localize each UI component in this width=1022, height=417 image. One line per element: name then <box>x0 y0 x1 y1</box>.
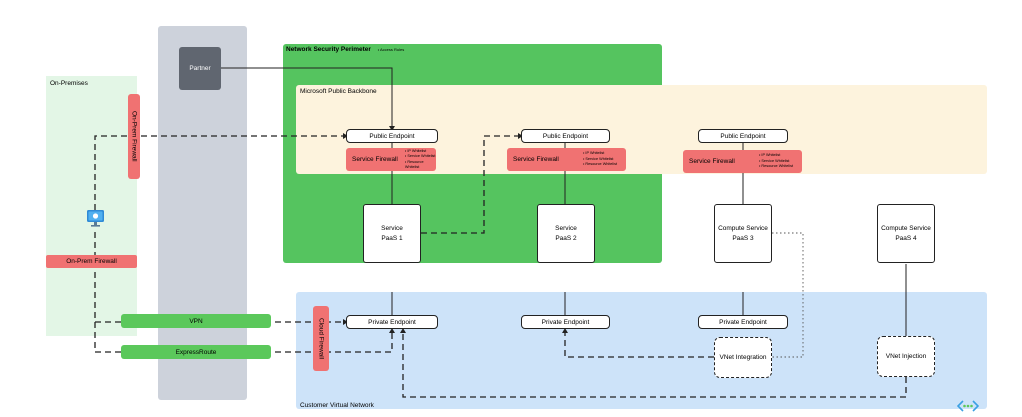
onprem-public-connector <box>94 135 346 210</box>
service-firewall-3-title: Service Firewall <box>689 158 735 165</box>
private-endpoint-3-label: Private Endpoint <box>719 318 767 326</box>
service-paas-3: Compute Service PaaS 3 <box>714 204 772 263</box>
partner-connector <box>221 67 393 129</box>
paas3-vnet-dotted <box>772 232 804 358</box>
customer-vnet-label: Customer Virtual Network <box>300 402 374 409</box>
private-endpoint-3: Private Endpoint <box>698 315 788 329</box>
vnet-injection-connector <box>402 330 907 398</box>
cloud-firewall-label: Cloud Firewall <box>317 317 325 360</box>
nsp-access-rules: • Access Rules <box>377 47 405 52</box>
service-firewall-2: Service Firewall IP Whitelist Service Wh… <box>507 148 626 171</box>
on-premises-label: On-Premises <box>50 80 88 87</box>
onprem-firewall-horizontal: On-Prem Firewall <box>46 255 137 268</box>
service-paas-2-line1: Service <box>555 224 577 232</box>
nsp-title-text: Network Security Perimeter <box>286 46 371 53</box>
service-firewall-2-title: Service Firewall <box>513 156 559 163</box>
service-firewall-2-rules: IP Whitelist Service Whitelist Resource … <box>583 151 617 168</box>
vpn-connector <box>94 232 346 323</box>
public-endpoint-2-label: Public Endpoint <box>542 132 589 140</box>
private-endpoint-1-label: Private Endpoint <box>368 318 416 326</box>
service-paas-4: Compute Service PaaS 4 <box>877 204 935 263</box>
service-paas-3-line1: Compute Service <box>718 224 768 232</box>
partner-box: Partner <box>179 47 221 90</box>
service-paas-3-line2: PaaS 3 <box>732 234 754 242</box>
service-paas-4-line2: PaaS 4 <box>895 234 917 242</box>
onprem-firewall-vertical: On-Prem Firewall <box>128 94 140 179</box>
resource-whitelist: Resource Whitelist <box>759 164 793 170</box>
service-firewall-1: Service Firewall IP Whitelist Service Wh… <box>346 148 436 171</box>
ip-whitelist: IP Whitelist <box>405 149 436 155</box>
public-endpoint-3-label: Public Endpoint <box>720 132 766 140</box>
service-paas-4-line1: Compute Service <box>881 224 931 232</box>
service-paas-1-line2: PaaS 1 <box>381 234 403 242</box>
service-firewall-3: Service Firewall IP Whitelist Service Wh… <box>683 150 802 173</box>
service-firewall-1-rules: IP Whitelist Service Whitelist Resource … <box>405 149 436 171</box>
service-whitelist: Service Whitelist <box>583 157 617 163</box>
vnet-peering-icon <box>956 399 980 412</box>
public-endpoint-1: Public Endpoint <box>346 129 438 143</box>
public-endpoint-2: Public Endpoint <box>521 129 610 143</box>
resource-whitelist: Resource Whitelist <box>405 160 436 171</box>
service-paas-1: Service PaaS 1 <box>363 204 421 263</box>
vnet-injection-label: VNet Injection <box>885 353 927 360</box>
vpn-connection: VPN <box>121 314 271 328</box>
service-whitelist: Service Whitelist <box>405 154 436 160</box>
vnet-integration-connector <box>564 330 714 358</box>
customer-virtual-network <box>296 292 987 409</box>
public-endpoint-1-label: Public Endpoint <box>369 132 415 140</box>
public-endpoint-3: Public Endpoint <box>698 129 788 143</box>
backbone-label: Microsoft Public Backbone <box>300 88 377 95</box>
private-endpoint-1: Private Endpoint <box>346 315 438 329</box>
service-paas-2: Service PaaS 2 <box>537 204 595 263</box>
resource-whitelist: Resource Whitelist <box>583 162 617 168</box>
ip-whitelist: IP Whitelist <box>759 153 793 159</box>
cloud-firewall: Cloud Firewall <box>313 306 329 371</box>
private-endpoint-2: Private Endpoint <box>521 315 610 329</box>
service-paas-1-line1: Service <box>381 224 403 232</box>
onprem-firewall-vertical-label: On-Prem Firewall <box>130 111 138 162</box>
onprem-firewall-horizontal-label: On-Prem Firewall <box>66 258 117 265</box>
computer-monitor-icon <box>86 209 105 229</box>
service-firewall-3-rules: IP Whitelist Service Whitelist Resource … <box>759 153 793 170</box>
on-premises-region <box>46 76 137 336</box>
vnet-integration-label: VNet Integration <box>719 354 767 361</box>
partner-label: Partner <box>189 65 211 72</box>
vnet-integration: VNet Integration <box>714 337 772 378</box>
expressroute-connection: ExpressRoute <box>121 345 271 359</box>
service-firewall-1-title: Service Firewall <box>352 156 398 163</box>
expressroute-connector <box>94 322 393 353</box>
ip-whitelist: IP Whitelist <box>583 151 617 157</box>
vpn-label: VPN <box>189 317 203 325</box>
service-paas-2-line2: PaaS 2 <box>555 234 577 242</box>
vnet-injection: VNet Injection <box>877 336 935 377</box>
expressroute-label: ExpressRoute <box>175 348 217 356</box>
svc1-to-pe2-connector <box>421 135 521 234</box>
private-endpoint-2-label: Private Endpoint <box>541 318 590 326</box>
nsp-title: Network Security Perimeter • Access Rule… <box>286 46 404 53</box>
service-whitelist: Service Whitelist <box>759 159 793 165</box>
